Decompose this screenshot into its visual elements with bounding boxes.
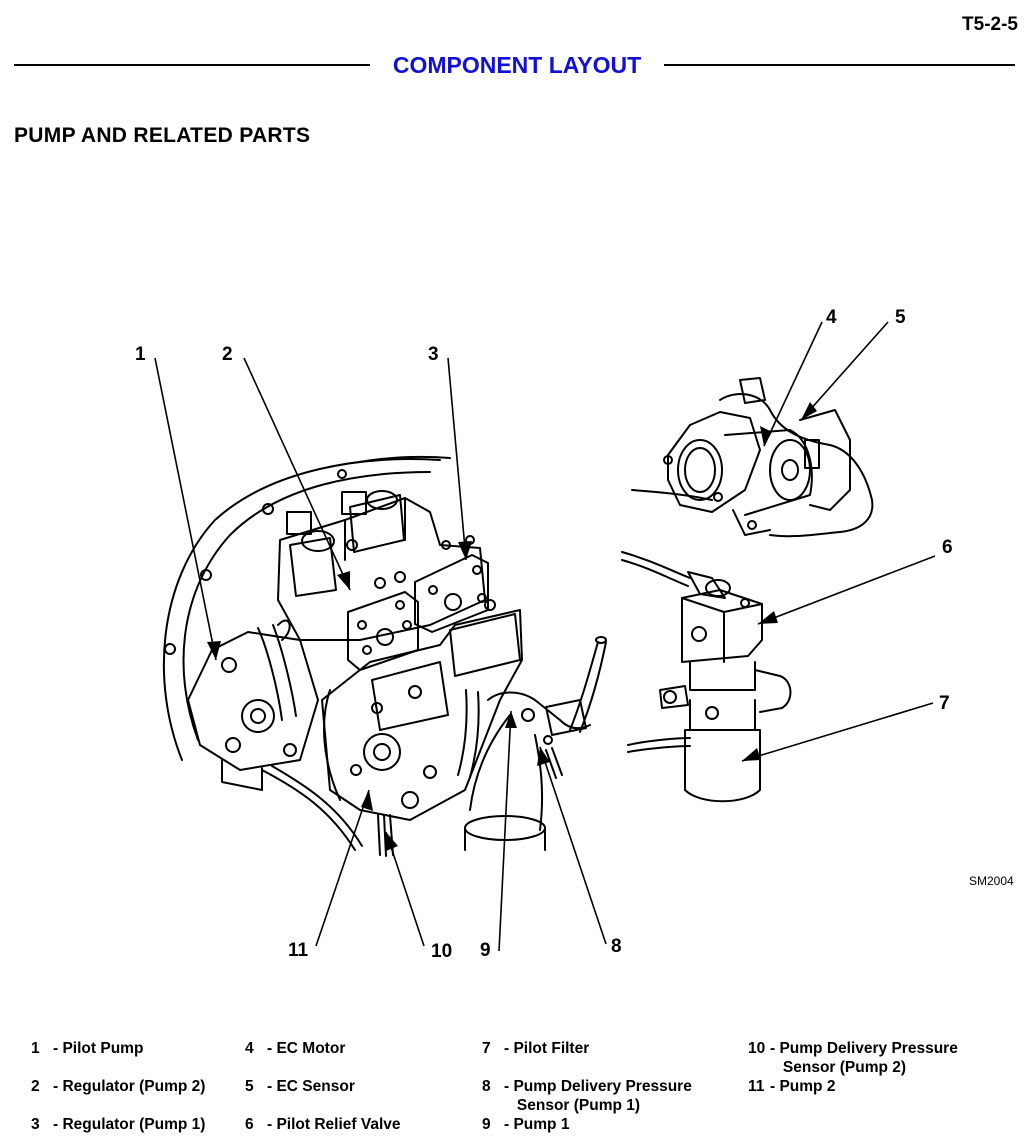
legend-item: 11- Pump 2: [748, 1078, 836, 1095]
legend-item: 10- Pump Delivery Pressure Sensor (Pump …: [748, 1040, 958, 1076]
callout-1: 1: [135, 344, 146, 365]
parts-legend: 1- Pilot Pump 2- Regulator (Pump 2) 3- R…: [0, 1039, 1032, 1139]
callout-7: 7: [939, 693, 950, 714]
section-title: COMPONENT LAYOUT: [392, 52, 642, 78]
legend-item: 8- Pump Delivery Pressure Sensor (Pump 1…: [482, 1078, 692, 1114]
page-id: T5-2-5: [962, 14, 1018, 35]
delivery-pipe: [469, 714, 544, 831]
legend-item: 1- Pilot Pump: [31, 1040, 144, 1057]
pump-lower-block: [321, 609, 523, 821]
legend-item: 5- EC Sensor: [245, 1078, 355, 1095]
pump-illustration: 1 2 3 4 5 6 7 8 9 10 11 SM2004: [135, 307, 1014, 962]
title-rule-left: [14, 64, 370, 66]
legend-item: 4- EC Motor: [245, 1040, 346, 1057]
legend-item: 7- Pilot Filter: [482, 1040, 590, 1057]
legend-item: 3- Regulator (Pump 1): [31, 1116, 206, 1133]
legend-item: 9- Pump 1: [482, 1116, 570, 1133]
pilot-relief-valve-and-filter: [621, 551, 792, 803]
subheading: PUMP AND RELATED PARTS: [14, 124, 311, 147]
callout-3: 3: [428, 344, 439, 365]
callout-10: 10: [431, 941, 452, 962]
callout-8: 8: [611, 936, 622, 957]
callout-5: 5: [895, 307, 906, 328]
callout-4: 4: [826, 307, 837, 328]
callout-6: 6: [942, 537, 953, 558]
legend-item: 6- Pilot Relief Valve: [245, 1116, 401, 1133]
ec-motor-assembly: [631, 377, 874, 538]
callout-9: 9: [480, 940, 491, 961]
callout-2: 2: [222, 344, 233, 365]
legend-item: 2- Regulator (Pump 2): [31, 1078, 206, 1095]
title-rule-right: [664, 64, 1015, 66]
pilot-pump-body: [187, 631, 319, 771]
figure-code: SM2004: [969, 874, 1014, 888]
pump-upper-block: [277, 497, 486, 641]
callout-11: 11: [288, 940, 309, 961]
section-title-row: COMPONENT LAYOUT: [14, 52, 1015, 78]
